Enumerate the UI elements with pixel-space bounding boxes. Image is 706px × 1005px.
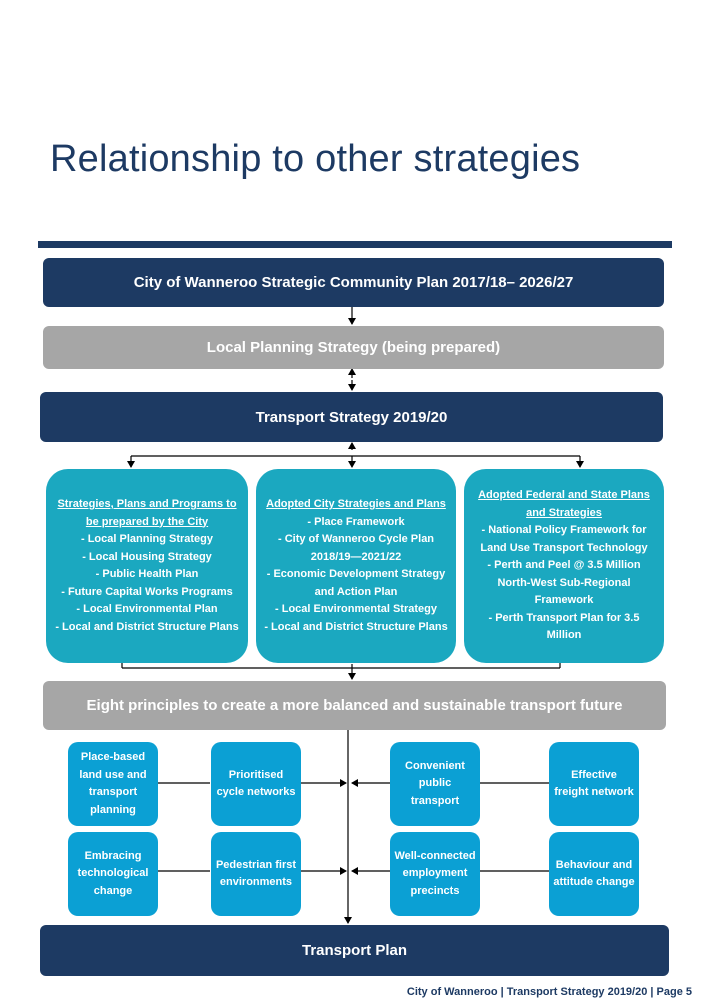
strategy-box-heading: Adopted Federal and State Plans and Stra… [478, 489, 650, 519]
principle-box: Well-connected employment precincts [390, 832, 480, 916]
strategy-box-adopted-city: Adopted City Strategies and Plans - Plac… [256, 469, 456, 663]
strategy-box-item: - Local Environmental Plan [76, 603, 218, 615]
strategy-box-heading: Adopted City Strategies and Plans [266, 498, 446, 510]
principle-box: Convenient public transport [390, 742, 480, 826]
principle-box: Behaviour and attitude change [549, 832, 639, 916]
principle-label: Behaviour and attitude change [553, 858, 635, 889]
strategy-box-item: - Future Capital Works Programs [61, 585, 233, 598]
strategy-box-item: - Public Health Plan [95, 568, 199, 580]
strategy-box-item: - Economic Development Strategy and Acti… [266, 568, 446, 598]
strategy-box-item: - Perth Transport Plan for 3.5 Million [488, 611, 640, 642]
strategy-box-item: - City of Wanneroo Cycle Plan 2018/19—20… [277, 533, 435, 563]
strategy-box-item: - Local Planning Strategy [80, 533, 214, 545]
strategy-box-item: - Local and District Structure Plans [55, 620, 239, 633]
strategy-box-to-be-prepared: Strategies, Plans and Programs to be pre… [46, 469, 248, 663]
local-planning-strategy-bar: Local Planning Strategy (being prepared) [43, 326, 664, 369]
strategy-box-item: - Local Environmental Strategy [275, 603, 437, 615]
principle-box: Pedestrian first environments [211, 832, 301, 916]
title-divider [38, 241, 672, 248]
principle-label: Convenient public transport [405, 759, 465, 807]
page-title: Relationship to other strategies [50, 138, 581, 180]
principle-box: Place-based land use and transport plann… [68, 742, 158, 826]
principle-label: Effective freight network [554, 768, 634, 799]
eight-principles-bar: Eight principles to create a more balanc… [43, 681, 666, 730]
strategy-box-item: - Perth and Peel @ 3.5 Million North-Wes… [487, 559, 641, 607]
strategic-community-plan-bar: City of Wanneroo Strategic Community Pla… [43, 258, 664, 307]
strategy-box-item: - Place Framework [307, 515, 405, 528]
page-footer: City of Wanneroo | Transport Strategy 20… [406, 986, 692, 998]
principle-box: Effective freight network [549, 742, 639, 826]
principle-label: Pedestrian first environments [215, 858, 297, 889]
transport-strategy-bar: Transport Strategy 2019/20 [40, 392, 663, 442]
principle-box: Embracing technological change [68, 832, 158, 916]
principle-label: Well-connected employment precincts [394, 849, 476, 897]
strategy-box-item: - Local Housing Strategy [82, 550, 212, 563]
principle-label: Place-based land use and transport plann… [79, 751, 147, 816]
principle-box: Prioritised cycle networks [211, 742, 301, 826]
principle-label: Prioritised cycle networks [216, 768, 296, 799]
strategy-box-item: - Local and District Structure Plans [264, 620, 448, 633]
strategy-box-heading: Strategies, Plans and Programs to be pre… [57, 498, 237, 528]
strategy-box-federal-state: Adopted Federal and State Plans and Stra… [464, 469, 664, 663]
strategy-box-item: - National Policy Framework for Land Use… [480, 524, 648, 554]
principle-label: Embracing technological change [77, 849, 149, 897]
transport-plan-bar: Transport Plan [40, 925, 669, 976]
